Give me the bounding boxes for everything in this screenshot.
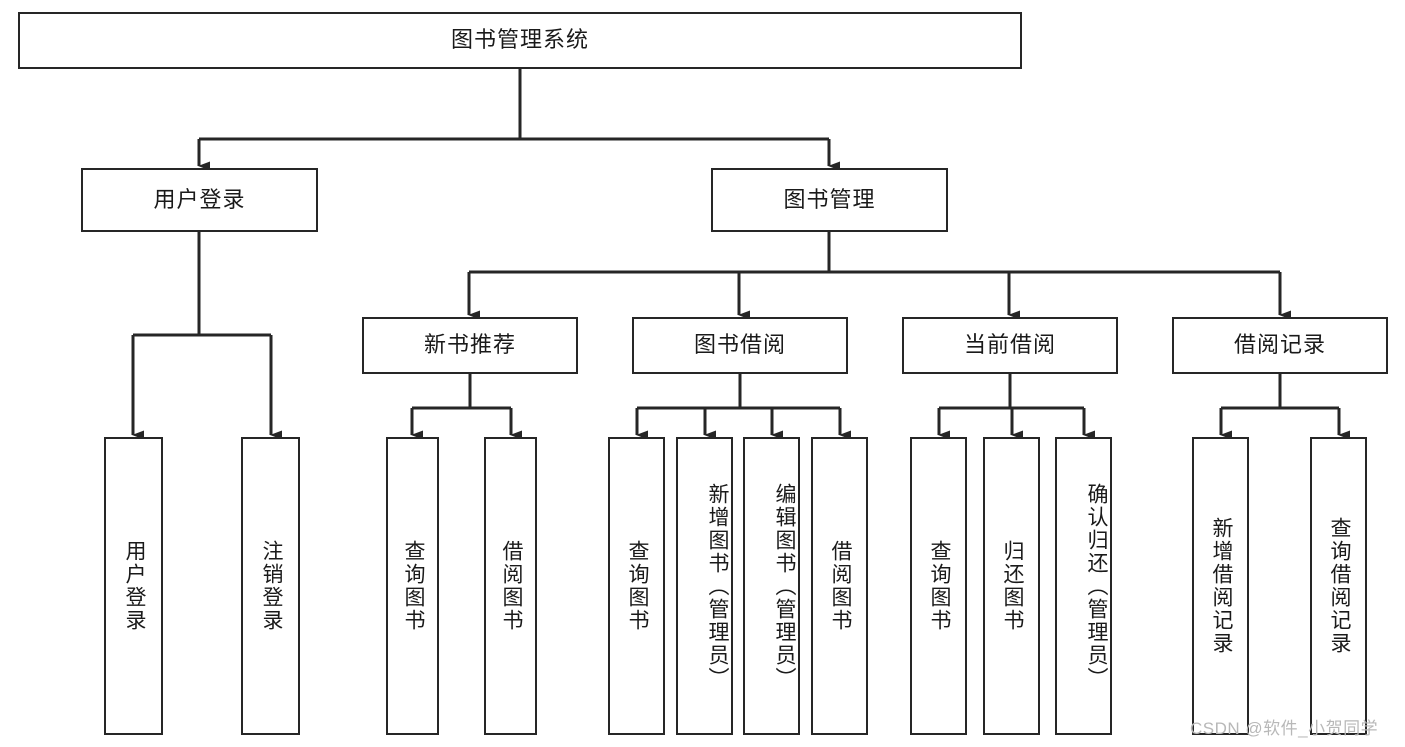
node-new-book-rec: 新书推荐 (362, 317, 578, 374)
node-leaf-query-book-rec: 查询图书 (386, 437, 439, 735)
node-leaf-confirm-return: 确认归还（管理员） (1055, 437, 1112, 735)
node-leaf-query-book-c: 查询图书 (910, 437, 967, 735)
node-label: 查询图书 (927, 540, 951, 632)
node-label: 当前借阅 (963, 332, 1056, 358)
csdn-watermark: CSDN @软件_小贺同学 (1190, 719, 1379, 738)
node-borrow-record: 借阅记录 (1172, 317, 1388, 374)
node-leaf-logout: 注销登录 (241, 437, 300, 735)
node-label: 用户登录 (153, 186, 246, 212)
node-leaf-return-book: 归还图书 (983, 437, 1040, 735)
node-label: 图书管理 (783, 186, 876, 212)
node-label: 查询借阅记录 (1327, 517, 1351, 655)
node-label: 图书借阅 (693, 332, 786, 358)
node-label: 用户登录 (122, 540, 146, 632)
node-label: 借阅记录 (1233, 332, 1326, 358)
node-current-borrow: 当前借阅 (902, 317, 1118, 374)
node-root: 图书管理系统 (18, 12, 1022, 69)
node-label: 查询图书 (401, 540, 425, 632)
node-label: 借阅图书 (828, 540, 852, 632)
node-leaf-user-login: 用户登录 (104, 437, 163, 735)
node-label: 图书管理系统 (450, 27, 589, 53)
node-label: 新增图书（管理员） (706, 482, 729, 690)
node-label: 注销登录 (259, 540, 283, 632)
node-user-login: 用户登录 (81, 168, 318, 232)
node-leaf-query-book-b: 查询图书 (608, 437, 665, 735)
node-leaf-borrow-book-rec: 借阅图书 (484, 437, 537, 735)
node-book-manage: 图书管理 (711, 168, 948, 232)
node-label: 新书推荐 (423, 332, 516, 358)
node-leaf-edit-book: 编辑图书（管理员） (743, 437, 800, 735)
node-label: 查询图书 (625, 540, 649, 632)
node-label: 归还图书 (1000, 540, 1024, 632)
node-book-borrow: 图书借阅 (632, 317, 848, 374)
node-leaf-borrow-book-b: 借阅图书 (811, 437, 868, 735)
node-leaf-add-record: 新增借阅记录 (1192, 437, 1249, 735)
node-leaf-add-book: 新增图书（管理员） (676, 437, 733, 735)
node-label: 新增借阅记录 (1209, 517, 1233, 655)
node-label: 借阅图书 (499, 540, 523, 632)
node-label: 编辑图书（管理员） (773, 482, 796, 690)
node-label: 确认归还（管理员） (1085, 482, 1108, 690)
node-leaf-query-record: 查询借阅记录 (1310, 437, 1367, 735)
